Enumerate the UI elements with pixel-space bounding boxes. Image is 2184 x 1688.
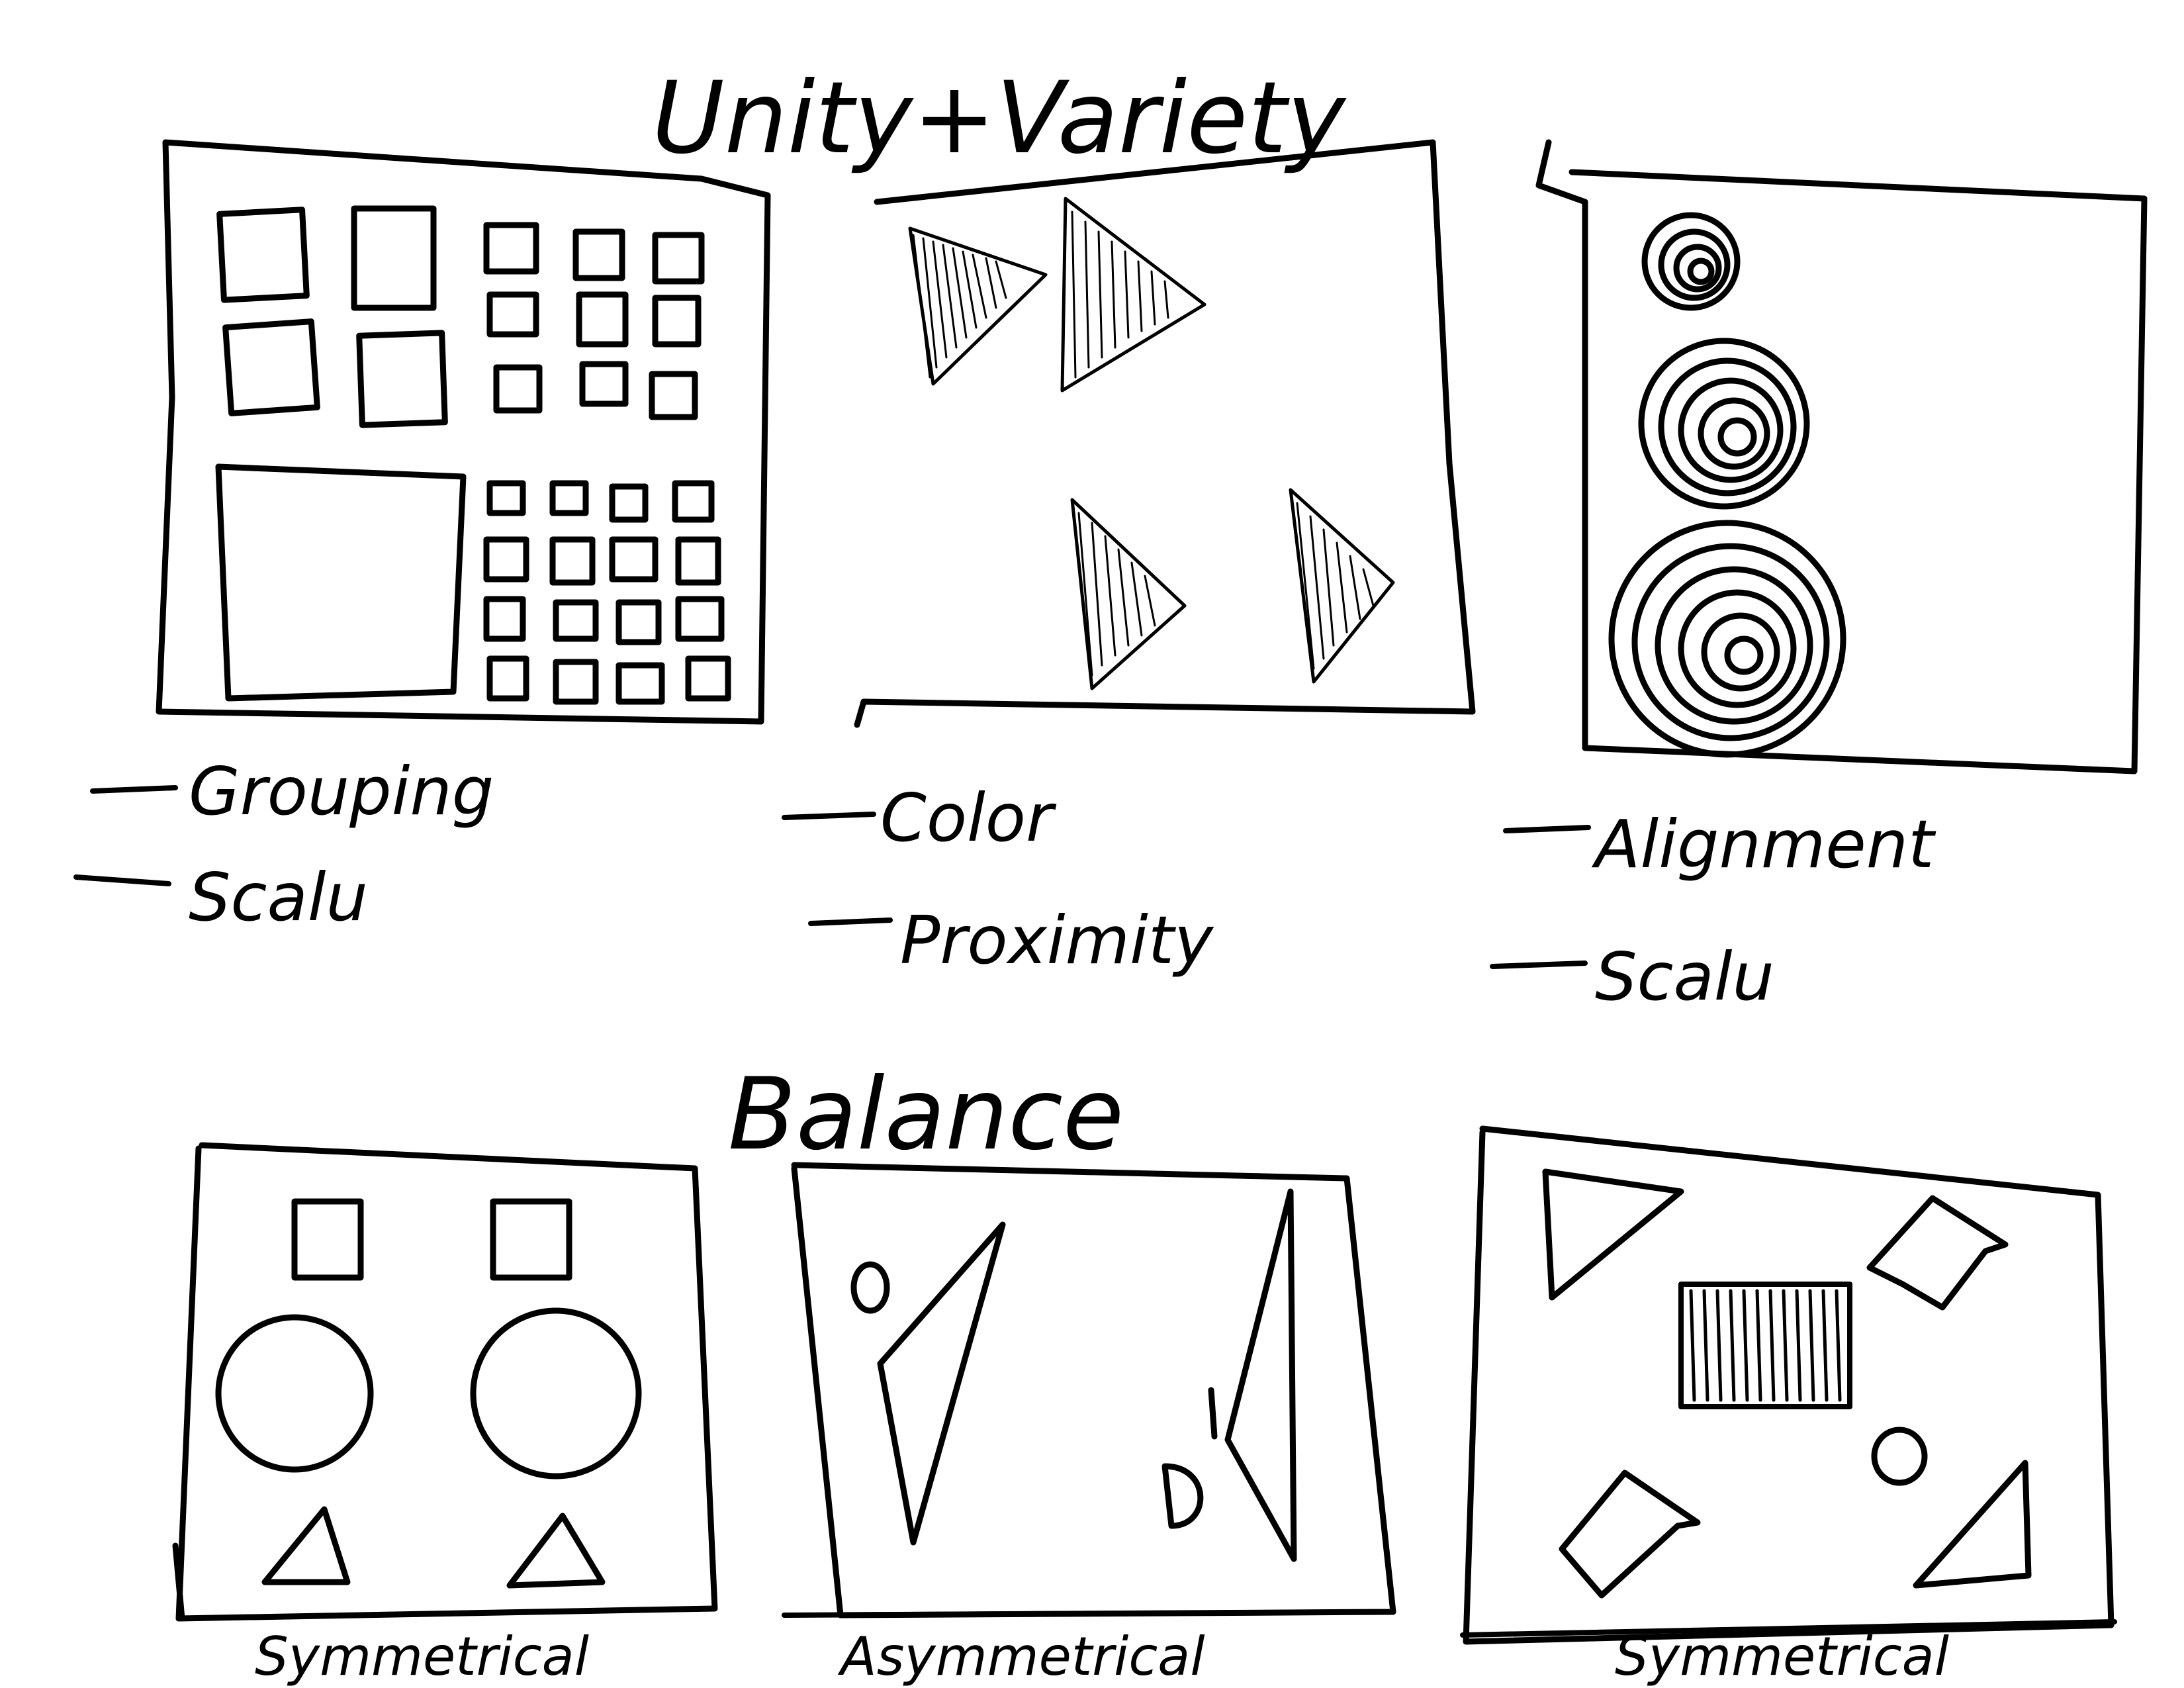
note-dash (811, 920, 890, 923)
small-circle-shape (1874, 1430, 1925, 1483)
diamond-shape (1870, 1198, 2005, 1307)
unity-panel-alignment-notes: Alignment Scalu (1492, 806, 1936, 1015)
grouping-squares-small (486, 225, 702, 417)
panel-frame (175, 1145, 715, 1618)
grouping-squares-large (220, 209, 445, 425)
triangle-shape (510, 1516, 602, 1585)
caption-symmetrical: Symmetrical (255, 1626, 589, 1687)
underline-strokes (784, 1612, 2115, 1635)
note-color: Color (880, 779, 1057, 857)
note-dash (1492, 963, 1585, 966)
tick-mark (1211, 1390, 1214, 1436)
unity-panel-color-notes: Color Proximity (784, 779, 1214, 979)
triangle-shaded-1 (910, 228, 1046, 384)
triangle-shape (265, 1509, 347, 1582)
triangle-shaded-3 (1072, 500, 1185, 688)
unity-panel-color (857, 142, 1473, 725)
panel-frame (857, 142, 1473, 725)
note-dash (93, 788, 175, 791)
circle-shape (218, 1317, 371, 1470)
diamond-shape (1562, 1473, 1698, 1595)
panel-frame (794, 1165, 1393, 1615)
spiral-circle-small (1645, 215, 1737, 308)
small-circle-shape (854, 1264, 887, 1311)
triangle-shaded-2 (1062, 199, 1205, 391)
caption-asymmetrical: Asymmetrical (837, 1626, 1205, 1687)
unity-panel-grouping-notes: Grouping Scalu (76, 753, 494, 936)
note-scale: Scalu (1595, 938, 1774, 1015)
note-alignment: Alignment (1591, 806, 1936, 883)
unity-panel-grouping (159, 142, 768, 722)
panel-frame (1466, 1129, 2111, 1642)
balance-panel-symmetrical-1 (175, 1145, 715, 1618)
caption-symmetrical: Symmetrical (1615, 1626, 1949, 1687)
note-proximity: Proximity (900, 902, 1214, 979)
note-dash (1506, 827, 1588, 831)
note-dash (76, 877, 169, 884)
triangle-shape (1545, 1172, 1681, 1297)
shaded-rectangle (1681, 1284, 1850, 1407)
grouping-big-square (218, 467, 463, 698)
panel-frame (1539, 142, 2144, 771)
tall-triangle-shape (1228, 1192, 1294, 1559)
circle-shape (473, 1311, 639, 1476)
triangle-shape (1916, 1463, 2028, 1585)
small-semicircle-shape (1165, 1466, 1201, 1526)
balance-panel-symmetrical-2 (1466, 1129, 2111, 1642)
spiral-circle-medium (1641, 341, 1807, 506)
balance-title: Balance (728, 1057, 1124, 1172)
triangle-shaded-4 (1291, 490, 1393, 682)
note-scale: Scalu (189, 859, 368, 936)
unity-variety-title: Unity+Variety (652, 61, 1347, 176)
unity-panel-alignment (1539, 142, 2144, 771)
spiral-circle-large (1612, 523, 1843, 755)
square-shape (493, 1201, 569, 1278)
triangle-shape (880, 1225, 1003, 1542)
note-dash (784, 814, 874, 818)
square-shape (295, 1201, 361, 1278)
grouping-squares-grid (486, 483, 728, 702)
note-grouping: Grouping (189, 753, 494, 830)
balance-panel-asymmetrical (794, 1165, 1393, 1615)
panel-frame (159, 142, 768, 722)
